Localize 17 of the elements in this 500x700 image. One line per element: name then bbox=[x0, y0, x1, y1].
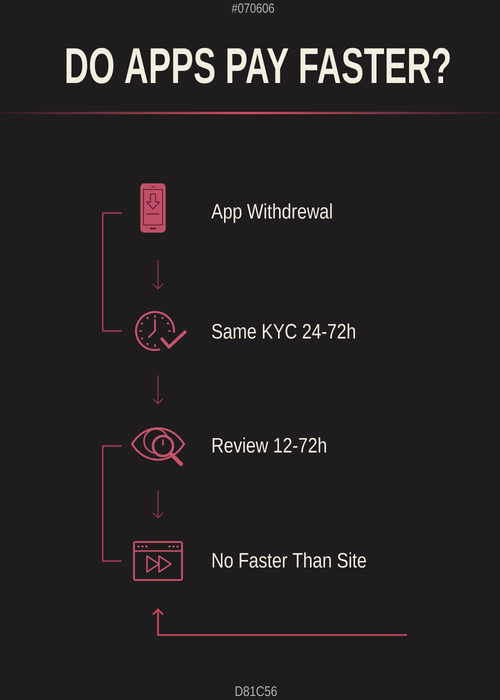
clock-icon bbox=[135, 311, 187, 351]
hex-code: D81C56 bbox=[236, 686, 277, 696]
step-label: Review 12-72h bbox=[212, 437, 326, 453]
hex-code: #070606 bbox=[232, 3, 274, 13]
arrow bbox=[152, 260, 164, 290]
arrow bbox=[152, 490, 164, 519]
arrow bbox=[152, 375, 164, 405]
title: DO APPS PAY FASTER? bbox=[66, 48, 450, 84]
step-label: Same KYC 24-72h bbox=[212, 323, 355, 339]
connector-line bbox=[102, 212, 122, 332]
step-label: No Faster Than Site bbox=[212, 552, 366, 568]
step-label: App Withdrewal bbox=[211, 203, 332, 223]
eye-search-icon bbox=[131, 427, 185, 466]
arrow bbox=[152, 608, 407, 636]
phone-icon bbox=[140, 183, 166, 233]
connector-line bbox=[102, 445, 122, 562]
browser-icon bbox=[133, 541, 183, 581]
